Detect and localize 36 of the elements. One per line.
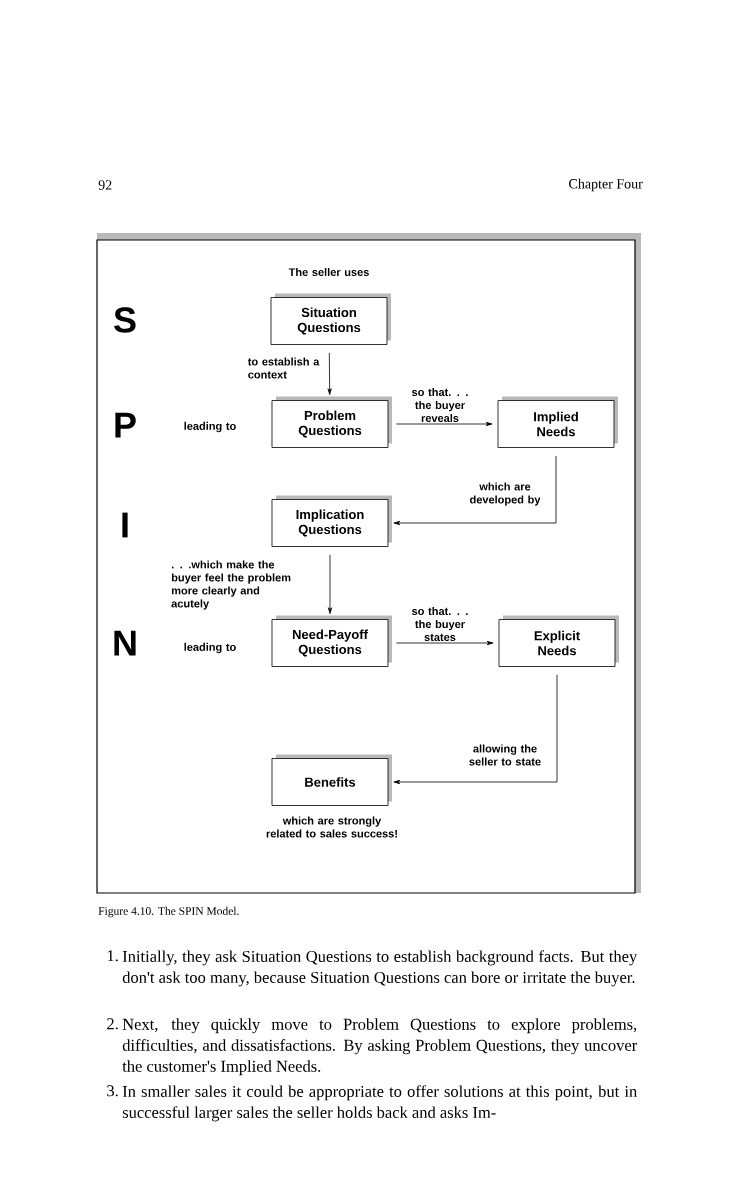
edge-label: so that. . . the buyer reveals [411,388,468,423]
question-box: Implied Needs [497,396,618,448]
spin-letter: N [114,630,136,656]
question-box: Need-Payoff Questions [271,615,392,667]
body-paragraph: In smaller sales it could be appropriate to offer solutions at this point, but in successful larger sales the seller holds back and asks Im- [122,1085,637,1122]
edge-label: so that. . . the buyer states [411,606,468,642]
running-header: Chapter Four [569,178,643,192]
running-header: 92 [98,180,112,190]
body-paragraph: Next, they quickly move to Problem Questions to explore problems, difficulties, and dissatisfactions. By asking Problem Questions, they uncover the customer's Implied Needs. [122,1018,638,1076]
question-box: Explicit Needs [498,615,619,667]
list-number: 3. [107,1085,118,1097]
spin-letter: P [115,412,136,438]
arrow [327,554,333,614]
arrow [327,352,332,395]
annotation-text: The seller uses [288,268,369,277]
annotation-text: leading to [184,642,236,654]
question-box: Implication Questions [271,495,392,547]
arrow [396,640,494,646]
annotation-text: leading to [184,421,236,433]
arrow [396,421,493,427]
body-paragraph: Initially, they ask Situation Questions to establish background facts. But they don't ask too many, because Situation Questions can bore or irritate the buyer. [122,950,638,987]
edge-label: allowing the seller to state [469,744,541,766]
question-box: Problem Questions [271,396,392,448]
spin-letter: I [122,512,128,538]
edge-label: . . .which make the buyer feel the problem more clearly and acutely [171,560,291,610]
edge-label: which are developed by [470,482,541,506]
arrow [393,674,558,785]
annotation-text: which are strongly related to sales success! [266,816,397,838]
list-number: 1. [107,950,118,962]
arrow [393,455,557,526]
question-box: Situation Questions [270,293,391,345]
spin-letter: S [114,307,136,333]
question-box: Benefits [271,754,392,806]
edge-label: to establish a context [247,357,320,379]
list-number: 2. [107,1018,118,1030]
figure-caption: Figure 4.10. The SPIN Model. [98,906,239,918]
